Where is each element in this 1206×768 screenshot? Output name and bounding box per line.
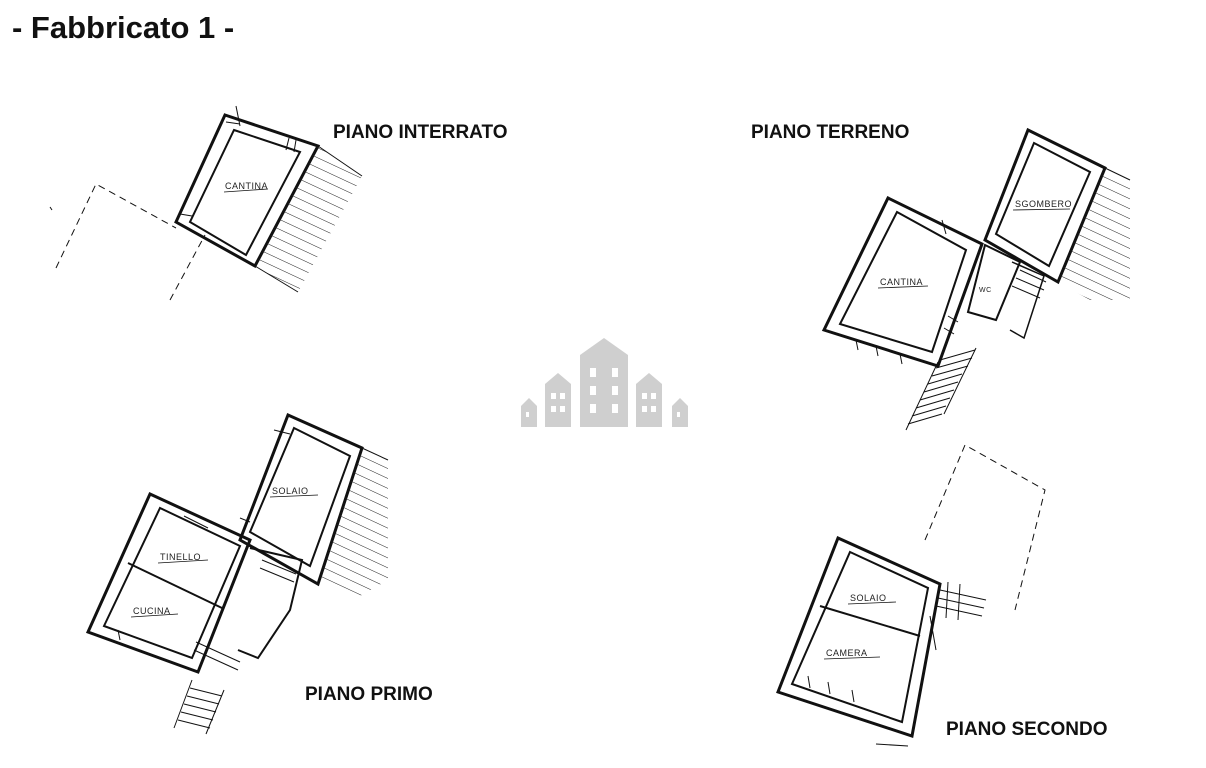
room-label-secondo-solaio: SOLAIO	[850, 593, 887, 603]
floor-label-secondo: PIANO SECONDO	[946, 719, 1108, 740]
floor-label-interrato: PIANO INTERRATO	[333, 122, 508, 143]
room-label-terreno-wc: WC	[979, 287, 992, 294]
room-label-primo-cucina: CUCINA	[133, 606, 171, 616]
floor-label-terreno: PIANO TERRENO	[751, 122, 910, 143]
plan-terreno: CANTINA SGOMBERO WC	[821, 127, 1131, 431]
room-label-primo-solaio: SOLAIO	[272, 486, 309, 496]
plan-primo: SOLAIO TINELLO CUCINA	[85, 412, 389, 735]
plan-secondo: SOLAIO CAMERA	[776, 444, 1046, 747]
floor-label-primo: PIANO PRIMO	[305, 684, 433, 705]
room-label-terreno-cantina: CANTINA	[880, 277, 923, 287]
room-label-terreno-sgombero: SGOMBERO	[1015, 199, 1072, 209]
room-label-secondo-camera: CAMERA	[826, 648, 868, 658]
room-label-interrato-cantina: CANTINA	[225, 181, 268, 191]
room-label-primo-tinello: TINELLO	[160, 552, 201, 562]
page-title: - Fabbricato 1 -	[12, 10, 235, 45]
buildings-watermark-icon	[521, 338, 688, 427]
plan-interrato: CANTINA	[49, 105, 363, 301]
